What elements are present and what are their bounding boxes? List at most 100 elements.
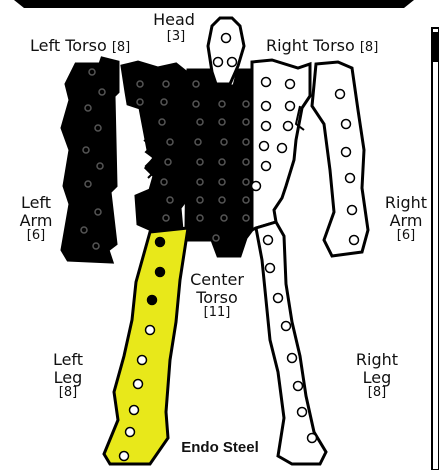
left-arm-count: [6] bbox=[14, 229, 58, 243]
right-arm-slot bbox=[346, 174, 355, 183]
right-leg-label: Right Leg [8] bbox=[350, 351, 404, 400]
center-torso-slot bbox=[221, 139, 227, 145]
center-torso-slot bbox=[243, 119, 249, 125]
side-panel-tab bbox=[432, 32, 439, 62]
center-torso-slot bbox=[213, 235, 219, 241]
right-torso-slot bbox=[262, 122, 271, 131]
right-leg-slot bbox=[294, 382, 303, 391]
head-slot bbox=[228, 58, 237, 67]
left-leg-section bbox=[104, 228, 188, 464]
structure-type-label: Endo Steel bbox=[170, 440, 270, 457]
center-torso-slot bbox=[197, 119, 203, 125]
right-arm-slot bbox=[342, 120, 351, 129]
left-leg-slot-filled bbox=[156, 268, 165, 277]
top-border bbox=[14, 0, 414, 8]
center-torso-slot bbox=[219, 159, 225, 165]
center-torso-label: Center Torso [11] bbox=[184, 271, 250, 320]
center-torso-slot bbox=[243, 101, 249, 107]
left-leg-slot bbox=[138, 356, 147, 365]
left-torso-slot bbox=[161, 179, 167, 185]
left-torso-count: [8] bbox=[112, 40, 130, 55]
right-torso-count: [8] bbox=[360, 40, 378, 55]
center-torso-slot bbox=[219, 101, 225, 107]
center-torso-slot bbox=[221, 215, 227, 221]
right-leg-slot bbox=[266, 264, 275, 273]
right-arm-slot bbox=[342, 148, 351, 157]
center-torso-slot bbox=[219, 197, 225, 203]
left-torso-slot bbox=[163, 81, 169, 87]
right-torso-slot bbox=[286, 80, 295, 89]
left-leg-slot bbox=[146, 326, 155, 335]
right-torso-slot bbox=[284, 122, 293, 131]
left-arm-slot bbox=[99, 89, 105, 95]
left-arm-slot bbox=[83, 147, 89, 153]
left-arm-slot bbox=[85, 105, 91, 111]
center-torso-slot bbox=[197, 179, 203, 185]
left-arm-label: Left Arm [6] bbox=[14, 194, 58, 243]
right-torso-slot bbox=[252, 182, 261, 191]
left-leg-slot-filled bbox=[148, 296, 157, 305]
left-torso-section bbox=[122, 62, 186, 232]
right-leg-section bbox=[256, 222, 326, 464]
left-torso-slot bbox=[137, 99, 143, 105]
center-torso-slot bbox=[195, 139, 201, 145]
right-arm-label: Right Arm [6] bbox=[382, 194, 430, 243]
center-torso-slot bbox=[193, 81, 199, 87]
center-torso-slot bbox=[243, 139, 249, 145]
left-torso-slot bbox=[165, 159, 171, 165]
center-torso-slot bbox=[243, 197, 249, 203]
right-torso-slot bbox=[286, 102, 295, 111]
left-arm-slot bbox=[97, 163, 103, 169]
right-leg-slot bbox=[274, 294, 283, 303]
head-label: Head bbox=[152, 11, 196, 29]
left-arm-slot bbox=[93, 243, 99, 249]
right-leg-slot bbox=[308, 434, 317, 443]
left-leg-slot bbox=[126, 428, 135, 437]
right-torso-slot bbox=[262, 78, 271, 87]
head-slot bbox=[214, 58, 223, 67]
center-torso-slot bbox=[219, 119, 225, 125]
right-leg-slot bbox=[298, 408, 307, 417]
left-arm-slot bbox=[95, 125, 101, 131]
left-leg-slot bbox=[120, 452, 129, 461]
left-arm-slot bbox=[89, 69, 95, 75]
left-torso-slot bbox=[167, 139, 173, 145]
left-arm-slot bbox=[81, 227, 87, 233]
right-arm-count: [6] bbox=[382, 229, 430, 243]
left-leg-count: [8] bbox=[44, 386, 92, 400]
left-leg-slot bbox=[134, 380, 143, 389]
right-torso-label: Right Torso [8] bbox=[266, 37, 378, 55]
left-leg-slot-filled bbox=[156, 238, 165, 247]
center-torso-slot bbox=[219, 179, 225, 185]
head-slot bbox=[222, 34, 231, 43]
left-arm-slot bbox=[85, 181, 91, 187]
left-leg-label: Left Leg [8] bbox=[44, 351, 92, 400]
right-torso-slot bbox=[278, 144, 287, 153]
right-leg-slot bbox=[288, 354, 297, 363]
right-arm-slot bbox=[336, 90, 345, 99]
left-leg-slot bbox=[130, 406, 139, 415]
right-leg-count: [8] bbox=[350, 386, 404, 400]
left-torso-slot bbox=[163, 215, 169, 221]
center-torso-slot bbox=[243, 215, 249, 221]
left-torso-slot bbox=[167, 197, 173, 203]
center-torso-slot bbox=[197, 215, 203, 221]
right-leg-slot bbox=[282, 322, 291, 331]
right-leg-slot bbox=[264, 236, 273, 245]
right-torso-slot bbox=[262, 102, 271, 111]
right-torso-slot bbox=[260, 142, 269, 151]
left-torso-slot bbox=[159, 119, 165, 125]
right-arm-slot bbox=[348, 206, 357, 215]
left-torso-slot bbox=[137, 81, 143, 87]
center-torso-slot bbox=[197, 197, 203, 203]
center-torso-slot bbox=[243, 179, 249, 185]
left-torso-label: Left Torso [8] bbox=[30, 37, 130, 55]
right-arm-slot bbox=[350, 236, 359, 245]
center-torso-count: [11] bbox=[184, 306, 250, 320]
center-torso-slot bbox=[243, 159, 249, 165]
center-torso-slot bbox=[193, 101, 199, 107]
left-torso-slot bbox=[161, 99, 167, 105]
side-panel-edge bbox=[432, 28, 439, 470]
right-torso-slot bbox=[262, 162, 271, 171]
